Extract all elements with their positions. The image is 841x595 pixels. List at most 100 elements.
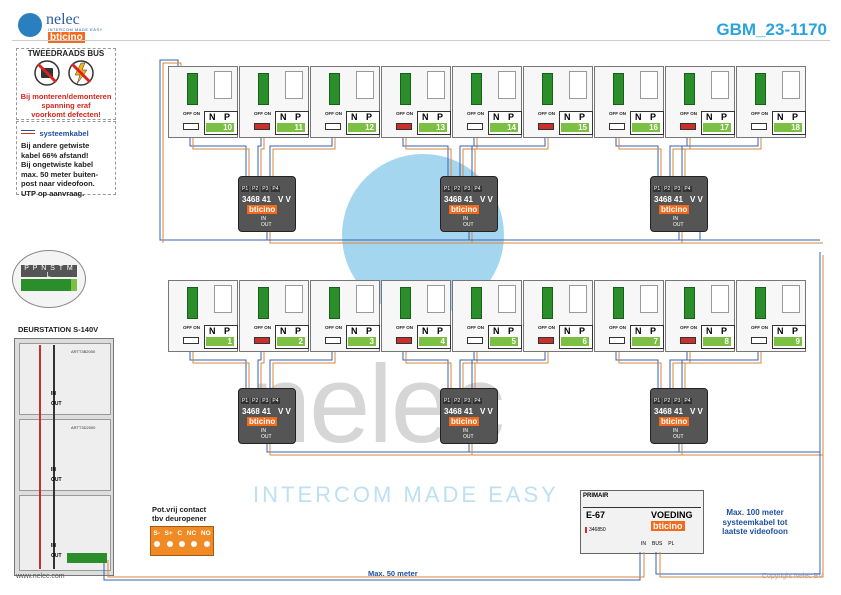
monitor-terminal <box>400 287 411 319</box>
riser-wire <box>678 232 820 241</box>
warning-line-1: Bij monteren/demonteren <box>20 92 112 101</box>
distributor-port-label: P1 <box>443 186 452 192</box>
monitor-terminal <box>471 73 482 105</box>
monitor-p-label: P <box>224 112 231 122</box>
monitor-terminal <box>187 73 198 105</box>
monitor-terminal <box>613 73 624 105</box>
monitor-screen <box>498 71 516 99</box>
max-cable-label: Max. 50 meter <box>368 569 418 578</box>
monitor-terminal <box>187 287 198 319</box>
monitor-terminal <box>258 287 269 319</box>
distributor-model: 3468 41 <box>242 195 271 204</box>
distributor-brand: bticino <box>659 205 690 214</box>
monitor-p-label: P <box>224 326 231 336</box>
brand-subtitle: INTERCOM MADE EASY <box>48 27 103 32</box>
document-id: GBM_23-1170 <box>716 20 827 39</box>
power-model: E-67 <box>586 510 606 520</box>
watermark-tagline: INTERCOM MADE EASY <box>253 482 559 507</box>
distributor-out-label: OUT <box>463 222 474 228</box>
monitor-p-label: P <box>437 326 444 336</box>
monitor-address: 18 <box>774 123 802 132</box>
cable-note-line-6: UTP op aanvraag. <box>21 188 85 198</box>
distributor-in-label: IN <box>673 428 678 434</box>
monitor-screen <box>427 285 445 313</box>
monitor-address: 1 <box>206 337 234 346</box>
monitor-switch-slider <box>325 337 341 344</box>
module-code-1: ARTT3B2000 <box>71 349 96 354</box>
monitor-address: 9 <box>774 337 802 346</box>
cable-note-line-3: Bij ongetwiste kabel <box>21 160 94 169</box>
distributor-in-label: IN <box>673 216 678 222</box>
riser-wire <box>471 232 823 244</box>
monitor-terminal <box>329 73 340 105</box>
brand-name: nelec <box>46 11 80 28</box>
monitor-address: 11 <box>277 123 305 132</box>
monitor-screen <box>640 71 658 99</box>
monitor-n-label: N <box>564 112 571 122</box>
no-voltage-icon <box>68 60 94 86</box>
monitor-switch-slider <box>680 337 696 344</box>
distributor-port-label: P1 <box>241 186 250 192</box>
distributor-port-label: P3 <box>463 398 472 404</box>
power-primair: PRIMAIR <box>583 493 609 499</box>
monitor-address: 5 <box>490 337 518 346</box>
monitor-address: 2 <box>277 337 305 346</box>
distributor-port-label: P2 <box>453 398 462 404</box>
monitor-switch: OFF ON <box>680 111 697 116</box>
cable-note-line-4: max. 50 meter buiten- <box>21 169 99 179</box>
monitor-address: 6 <box>561 337 589 346</box>
distributor-out-label: OUT <box>261 434 272 440</box>
module-code-2: ARTT3D2000 <box>71 425 96 430</box>
distributor-port-label: P2 <box>251 186 260 192</box>
distributor-port-label: P3 <box>261 398 270 404</box>
distributor-vv: V V <box>278 407 291 416</box>
monitor-switch: OFF ON <box>183 325 200 330</box>
monitor-n-label: N <box>706 326 713 336</box>
distributor-port-label: P2 <box>453 186 462 192</box>
distributor-in-label: IN <box>261 216 266 222</box>
distributor-model: 3468 41 <box>242 407 271 416</box>
distributor-port-label: P2 <box>663 398 672 404</box>
distributor-brand: bticino <box>659 417 690 426</box>
distributor-port-label: P1 <box>241 398 250 404</box>
monitor-screen <box>356 71 374 99</box>
monitor-p-label: P <box>508 112 515 122</box>
monitor-switch: OFF ON <box>467 325 484 330</box>
warning-line-2: spanning eraf <box>41 101 91 110</box>
distributor-out-label: OUT <box>673 222 684 228</box>
monitor-switch-slider <box>680 123 696 130</box>
riser-wire <box>678 444 820 453</box>
monitor-terminal <box>471 287 482 319</box>
monitor-switch: OFF ON <box>751 111 768 116</box>
monitor-screen <box>285 71 303 99</box>
door-station-label: DEURSTATION S-140V <box>18 325 99 334</box>
monitor-switch: OFF ON <box>396 325 413 330</box>
distributor-in-label: IN <box>261 428 266 434</box>
monitor-switch-slider <box>396 123 412 130</box>
monitor-n-label: N <box>706 112 713 122</box>
monitor-n-label: N <box>351 112 358 122</box>
monitor-terminal <box>542 287 553 319</box>
monitor-address: 15 <box>561 123 589 132</box>
distributor-in-label: IN <box>463 216 468 222</box>
monitor-n-label: N <box>209 112 216 122</box>
monitor-switch-slider <box>538 337 554 344</box>
monitor-n-label: N <box>777 112 784 122</box>
monitor-address: 7 <box>632 337 660 346</box>
